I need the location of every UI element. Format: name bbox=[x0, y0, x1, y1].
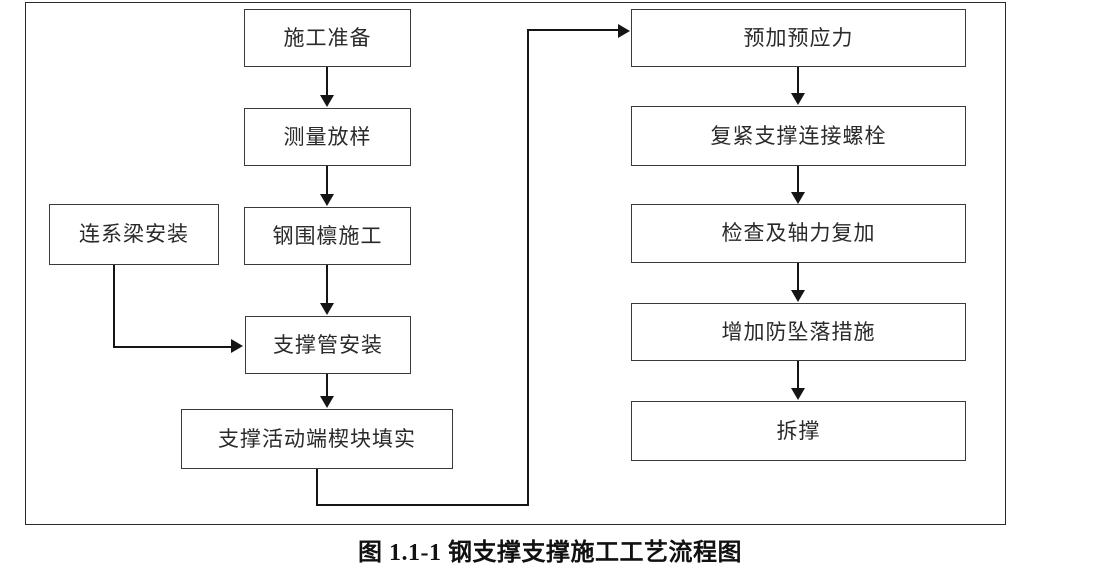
flow-node-zhicheng-huodongduan-xiekuai-tianshi[interactable]: 支撑活动端楔块填实 bbox=[181, 409, 453, 469]
arrowhead-n2-n3 bbox=[319, 194, 334, 206]
flow-node-yujia-yuyingli[interactable]: 预加预应力 bbox=[631, 9, 966, 67]
connector-n1-n2 bbox=[326, 67, 329, 97]
connector-n5-n6-right-bottom bbox=[316, 503, 529, 506]
connector-n7-n8 bbox=[797, 166, 800, 194]
connector-n4-n5 bbox=[326, 374, 329, 398]
flow-node-shigong-zhunbei[interactable]: 施工准备 bbox=[244, 9, 411, 67]
flow-node-label: 连系梁安装 bbox=[79, 222, 189, 246]
connector-n6-n7 bbox=[797, 67, 800, 95]
arrowhead-n4-n5 bbox=[319, 396, 334, 408]
diagram-frame: 施工准备 测量放样 钢围檩施工 支撑管安装 支撑活动端楔块填实 连系梁安装 预加… bbox=[25, 2, 1006, 525]
connector-n5-n6-right-top bbox=[526, 29, 619, 32]
flow-node-celiang-fangyang[interactable]: 测量放样 bbox=[244, 108, 411, 166]
flow-node-label: 支撑管安装 bbox=[273, 332, 383, 357]
arrowhead-n5-n6 bbox=[618, 23, 630, 38]
arrowhead-n3-n4 bbox=[319, 303, 334, 315]
flow-node-label: 检查及轴力复加 bbox=[721, 221, 876, 245]
connector-n2-n3 bbox=[326, 166, 329, 196]
connector-n8-n9 bbox=[797, 263, 800, 292]
flow-node-label: 支撑活动端楔块填实 bbox=[218, 426, 416, 451]
connector-n5-n6-down bbox=[316, 469, 319, 506]
arrowhead-n8-n9 bbox=[790, 290, 805, 302]
figure-caption: 图 1.1-1 钢支撑支撑施工工艺流程图 bbox=[358, 540, 742, 566]
flow-node-jiancha-ji-zhouli-fujia[interactable]: 检查及轴力复加 bbox=[631, 204, 966, 263]
arrowhead-n1-n2 bbox=[319, 95, 334, 107]
flow-node-label: 拆撑 bbox=[776, 418, 821, 443]
connector-s1-n4-horizontal bbox=[113, 345, 232, 348]
arrowhead-n9-n10 bbox=[790, 388, 805, 400]
arrowhead-n6-n7 bbox=[790, 93, 805, 105]
flow-node-label: 施工准备 bbox=[283, 25, 372, 50]
connector-n5-n6-up bbox=[526, 29, 529, 506]
connector-n3-n4 bbox=[326, 265, 329, 305]
flow-node-zengjia-fangzhuiluo-cuoshi[interactable]: 增加防坠落措施 bbox=[631, 303, 966, 361]
connector-n9-n10 bbox=[797, 361, 800, 389]
flow-node-lianxiliang-anzhuang[interactable]: 连系梁安装 bbox=[49, 204, 219, 265]
flow-node-fujin-zhicheng-lianjie-luoshuan[interactable]: 复紧支撑连接螺栓 bbox=[631, 106, 966, 166]
connector-s1-n4-vertical bbox=[113, 265, 116, 348]
flow-node-zhichengguan-anzhuang[interactable]: 支撑管安装 bbox=[245, 316, 411, 374]
flow-node-label: 钢围檩施工 bbox=[272, 223, 383, 248]
flow-node-label: 测量放样 bbox=[283, 124, 372, 149]
flow-node-label: 增加防坠落措施 bbox=[721, 319, 876, 344]
arrowhead-n7-n8 bbox=[790, 192, 805, 204]
flow-node-chaicheng[interactable]: 拆撑 bbox=[631, 401, 966, 461]
flow-node-gangweilin-shigong[interactable]: 钢围檩施工 bbox=[244, 207, 411, 265]
flow-node-label: 复紧支撑连接螺栓 bbox=[710, 123, 887, 148]
arrowhead-s1-n4 bbox=[231, 339, 243, 354]
flow-node-label: 预加预应力 bbox=[743, 25, 854, 50]
